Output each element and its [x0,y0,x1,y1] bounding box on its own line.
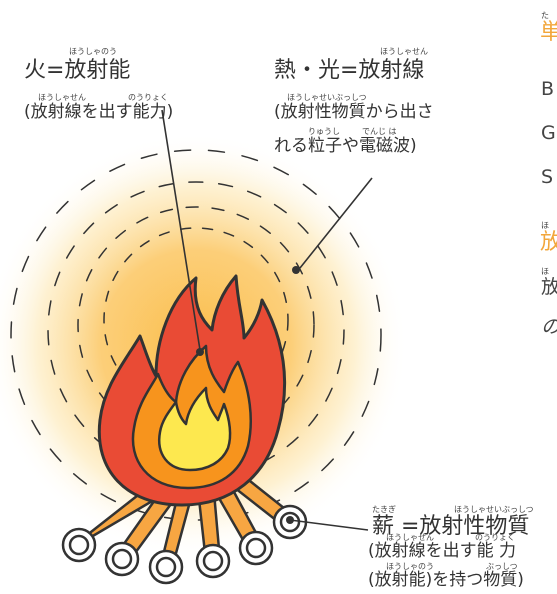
wood-sub1-ruby-b: のうりょく [475,533,515,542]
fire-label: 火=放射能 [24,58,131,83]
heat-sub1-ruby: ほうしゃせいぶっしつ [287,93,367,102]
side-body-ruby: ほ [541,267,549,276]
side-heading1-ruby: た [541,11,549,20]
heat-sub2-ruby-b: でんじ は [362,127,397,136]
heat-label: 熱・光=放射線 [274,58,425,83]
side-line-italic: の [541,318,557,337]
dash-ring-3 [47,181,345,479]
dash-ring-outer [10,149,382,521]
pointer-heat-dot [292,266,300,274]
side-line-g: G [541,122,556,144]
wood-sub2-ruby-b: ぶっしつ [486,562,518,571]
pointer-wood-dot [286,516,294,524]
side-line-b: B [541,78,555,100]
fire-ruby: ほうしゃのう [69,47,117,56]
flame-inner [158,386,232,472]
flame [97,274,287,507]
wood-sub2-ruby-a: ほうしゃのう [386,562,434,571]
wood-sub1-ruby-a: ほうしゃせん [386,533,434,542]
wood-ruby-a: たきぎ [372,505,396,514]
heat-sub2-ruby-a: りゅうし [308,127,340,136]
pointer-wood [289,519,369,531]
pointer-heat [299,177,373,269]
fire-sub-ruby-b: のうりょく [128,93,168,102]
fire-sub-label: (放射線を出す能力) [24,102,174,122]
pointer-fire [161,109,201,351]
side-line-s: S [541,166,554,188]
wood-sub2-label: (放射能)を持つ物質) [368,570,524,590]
wood-label: 薪 =放射性物質 [372,514,530,539]
pointer-fire-dot [196,348,204,356]
side-heading2-ruby: ほ [541,221,549,230]
wood-sub1-label: (放射線を出す能 力 [368,541,517,561]
wood-ruby-b: ほうしゃせいぶっしつ [454,505,534,514]
heat-sub2-label: れる粒子や電磁波) [274,136,417,156]
dash-ring-inner [103,227,289,413]
side-heading1: 単 [540,20,557,45]
fire-sub-ruby-a: ほうしゃせん [38,93,86,102]
heat-ruby: ほうしゃせん [380,47,428,56]
heat-sub1-label: (放射性物質から出さ [274,102,434,122]
side-line-body: 放 [541,276,557,298]
side-heading2: 放 [540,230,557,255]
